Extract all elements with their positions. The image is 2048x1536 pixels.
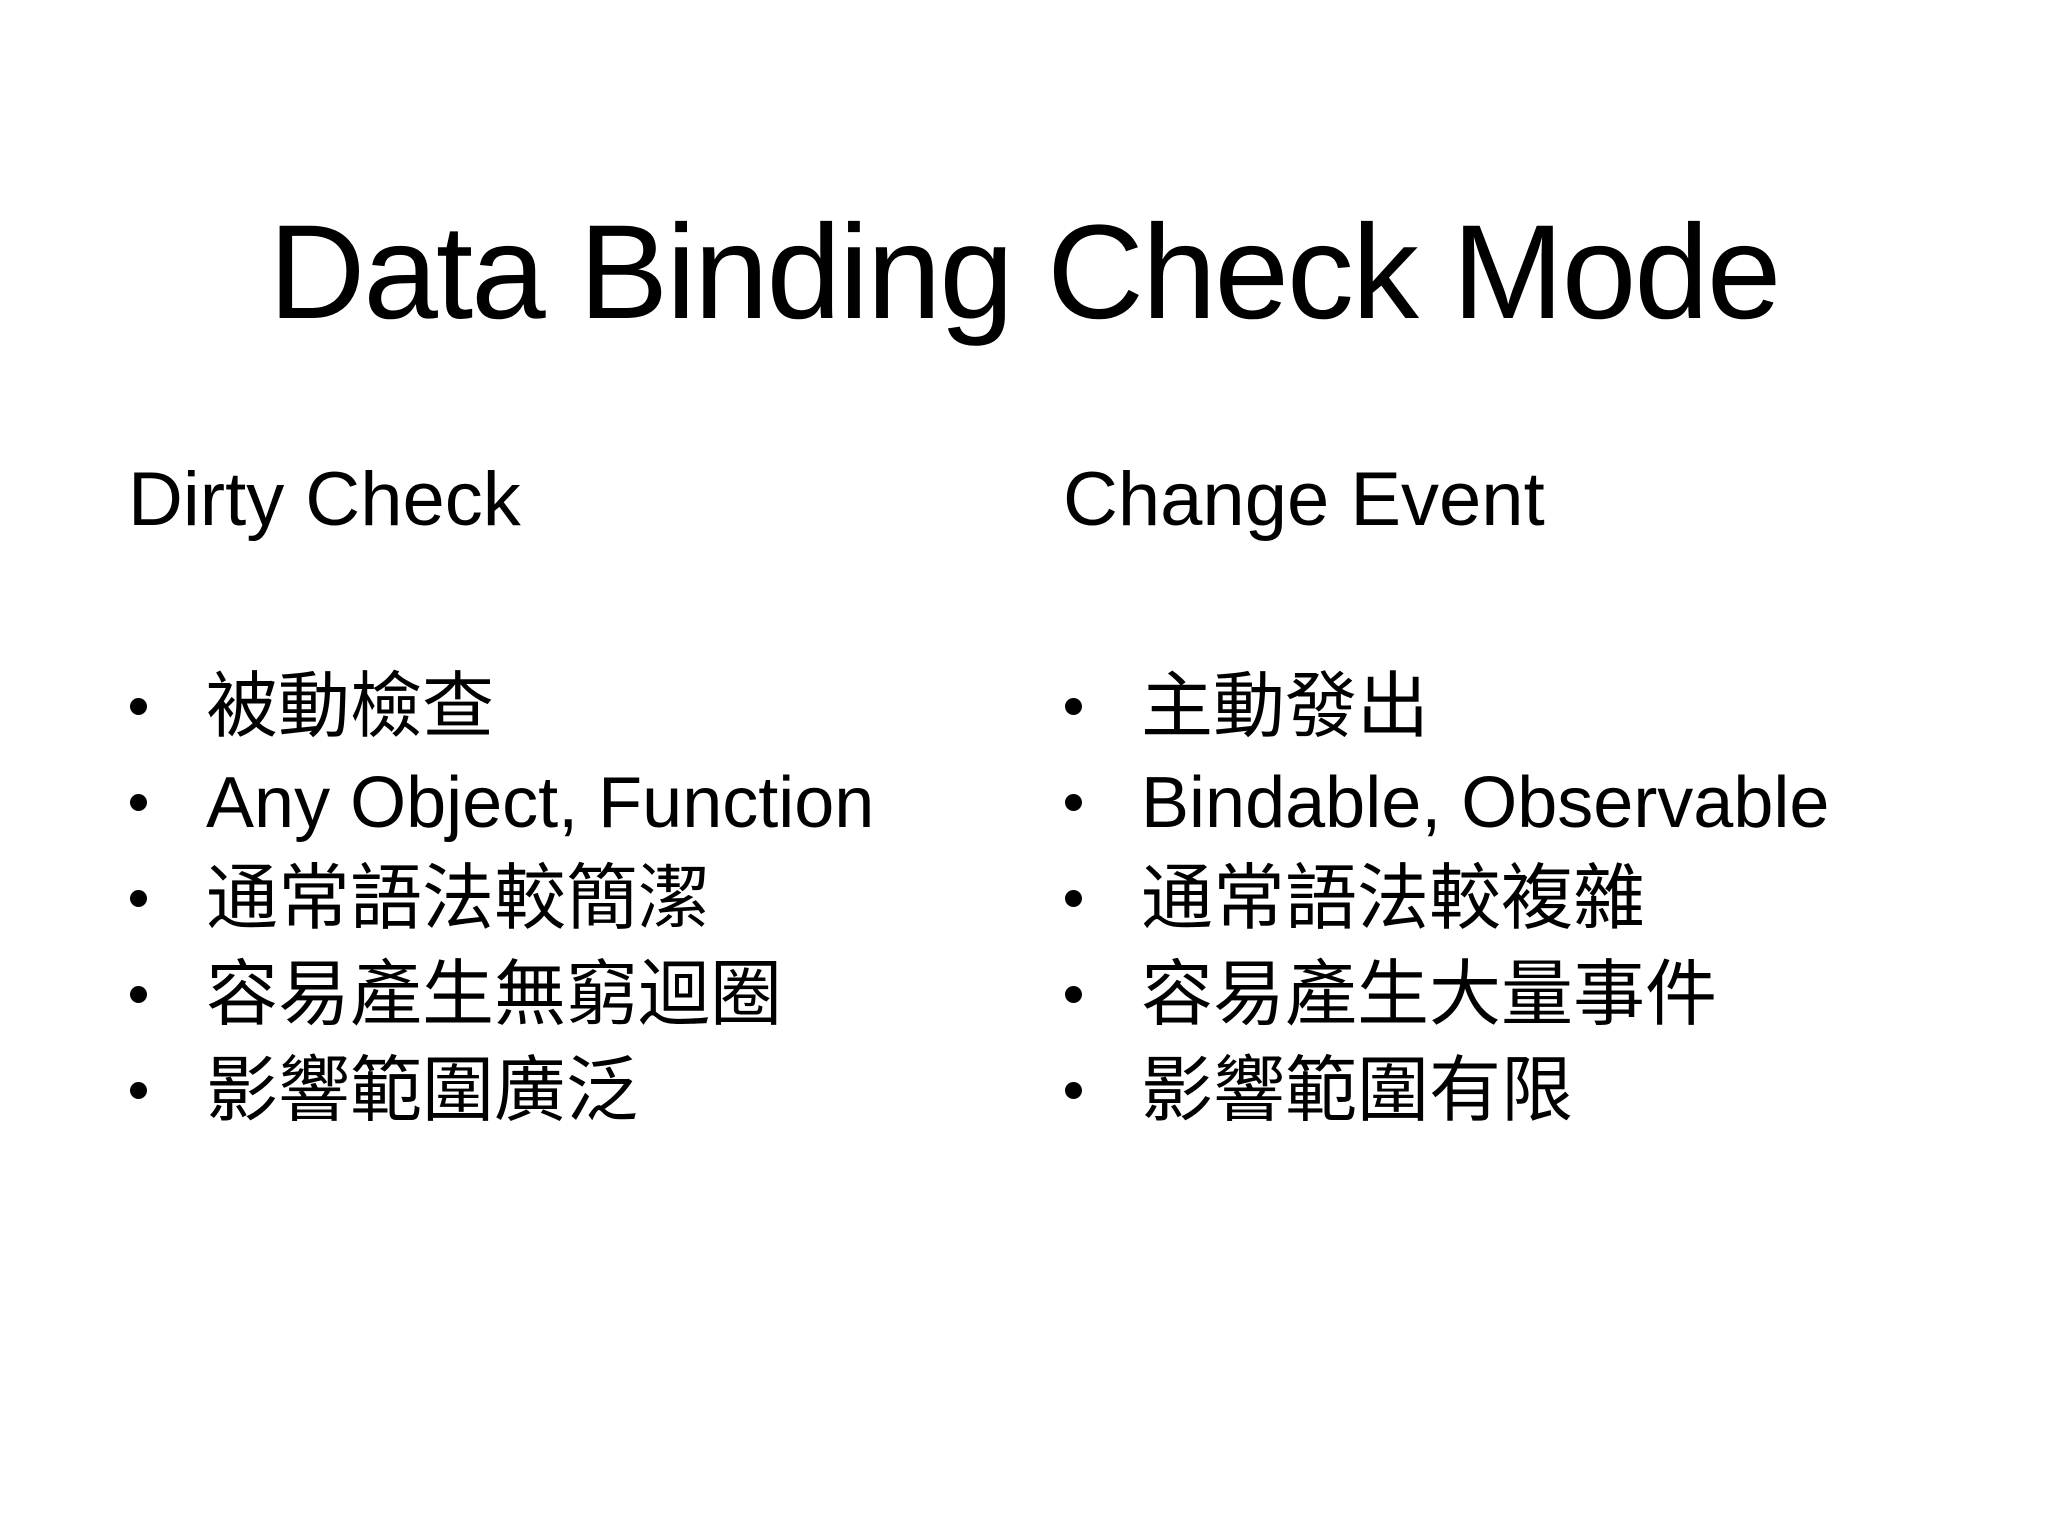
bullet-item: Bindable, Observable xyxy=(1063,755,1943,851)
bullet-text: 影響範圍廣泛 xyxy=(206,1051,639,1131)
bullet-text: Bindable, Observable xyxy=(1141,763,1830,843)
bullet-item: 容易產生無窮迴圈 xyxy=(128,947,948,1043)
bullet-item: 容易產生大量事件 xyxy=(1063,947,1943,1043)
bullet-item: 影響範圍有限 xyxy=(1063,1043,1943,1139)
bullet-text: 影響範圍有限 xyxy=(1141,1051,1574,1131)
bullet-text: 被動檢查 xyxy=(206,667,495,747)
bullet-text: 通常語法較複雜 xyxy=(1141,859,1646,939)
bullet-text: Any Object, Function xyxy=(206,763,875,843)
bullet-dot-icon xyxy=(1065,698,1082,715)
bullet-list-change-event: 主動發出 Bindable, Observable 通常語法較複雜 容易產生大量… xyxy=(1063,659,1943,1139)
column-heading-change-event: Change Event xyxy=(1063,457,1545,542)
bullet-item: 通常語法較複雜 xyxy=(1063,851,1943,947)
bullet-item: Any Object, Function xyxy=(128,755,948,851)
bullet-dot-icon xyxy=(130,986,147,1003)
bullet-list-dirty-check: 被動檢查 Any Object, Function 通常語法較簡潔 容易產生無窮… xyxy=(128,659,948,1139)
bullet-text: 主動發出 xyxy=(1141,667,1430,747)
column-heading-dirty-check: Dirty Check xyxy=(128,457,521,542)
bullet-dot-icon xyxy=(1065,986,1082,1003)
bullet-item: 主動發出 xyxy=(1063,659,1943,755)
bullet-text: 通常語法較簡潔 xyxy=(206,859,711,939)
bullet-text: 容易產生大量事件 xyxy=(1141,955,1718,1035)
bullet-dot-icon xyxy=(130,794,147,811)
bullet-dot-icon xyxy=(1065,794,1082,811)
column-change-event: Change Event 主動發出 Bindable, Observable 通… xyxy=(1063,452,1943,1139)
bullet-dot-icon xyxy=(1065,1082,1082,1099)
bullet-text: 容易產生無窮迴圈 xyxy=(206,955,783,1035)
bullet-dot-icon xyxy=(130,890,147,907)
bullet-dot-icon xyxy=(130,1082,147,1099)
column-dirty-check: Dirty Check 被動檢查 Any Object, Function 通常… xyxy=(128,452,948,1139)
bullet-item: 通常語法較簡潔 xyxy=(128,851,948,947)
page-title: Data Binding Check Mode xyxy=(268,197,1782,347)
bullet-item: 影響範圍廣泛 xyxy=(128,1043,948,1139)
bullet-item: 被動檢查 xyxy=(128,659,948,755)
bullet-dot-icon xyxy=(1065,890,1082,907)
bullet-dot-icon xyxy=(130,698,147,715)
